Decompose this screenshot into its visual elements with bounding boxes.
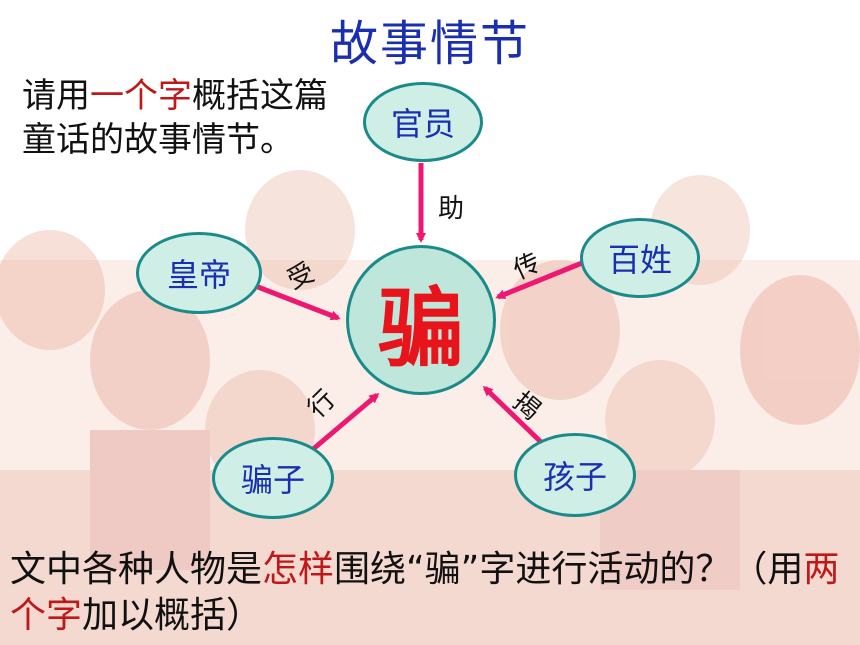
center-character: 骗: [378, 278, 464, 379]
arrow-child: [482, 385, 545, 446]
question-text: 文中各种人物是怎样围绕“骗”字进行活动的？（用两个字加以概括）: [10, 547, 850, 639]
node-people: 百姓: [580, 218, 700, 298]
node-officials: 官员: [363, 82, 483, 162]
question-part: 加以概括）: [82, 595, 263, 636]
arrow-emperor: [257, 284, 341, 321]
center-node: 骗: [346, 245, 496, 395]
node-child: 孩子: [514, 433, 636, 517]
question-highlight: 两个字: [10, 549, 840, 636]
verb-officials: 助: [438, 194, 465, 224]
page-title: 故事情节: [329, 16, 530, 72]
instruction-text: 请用一个字概括这篇童话的故事情节。: [22, 74, 332, 162]
instruction-part: 概括这篇童话的故事情节。: [22, 76, 328, 160]
node-emperor: 皇帝: [136, 232, 262, 314]
arrow-people: [495, 260, 583, 300]
arrow-swindler: [310, 393, 380, 452]
instruction-highlight: 一个字: [90, 76, 192, 116]
node-swindler: 骗子: [212, 437, 334, 519]
question-part: 围绕“骗”字进行活动的？（用: [334, 549, 804, 590]
question-highlight: 怎样: [262, 549, 335, 590]
question-part: 文中各种人物是: [10, 549, 263, 590]
instruction-part: 请用: [22, 76, 90, 116]
